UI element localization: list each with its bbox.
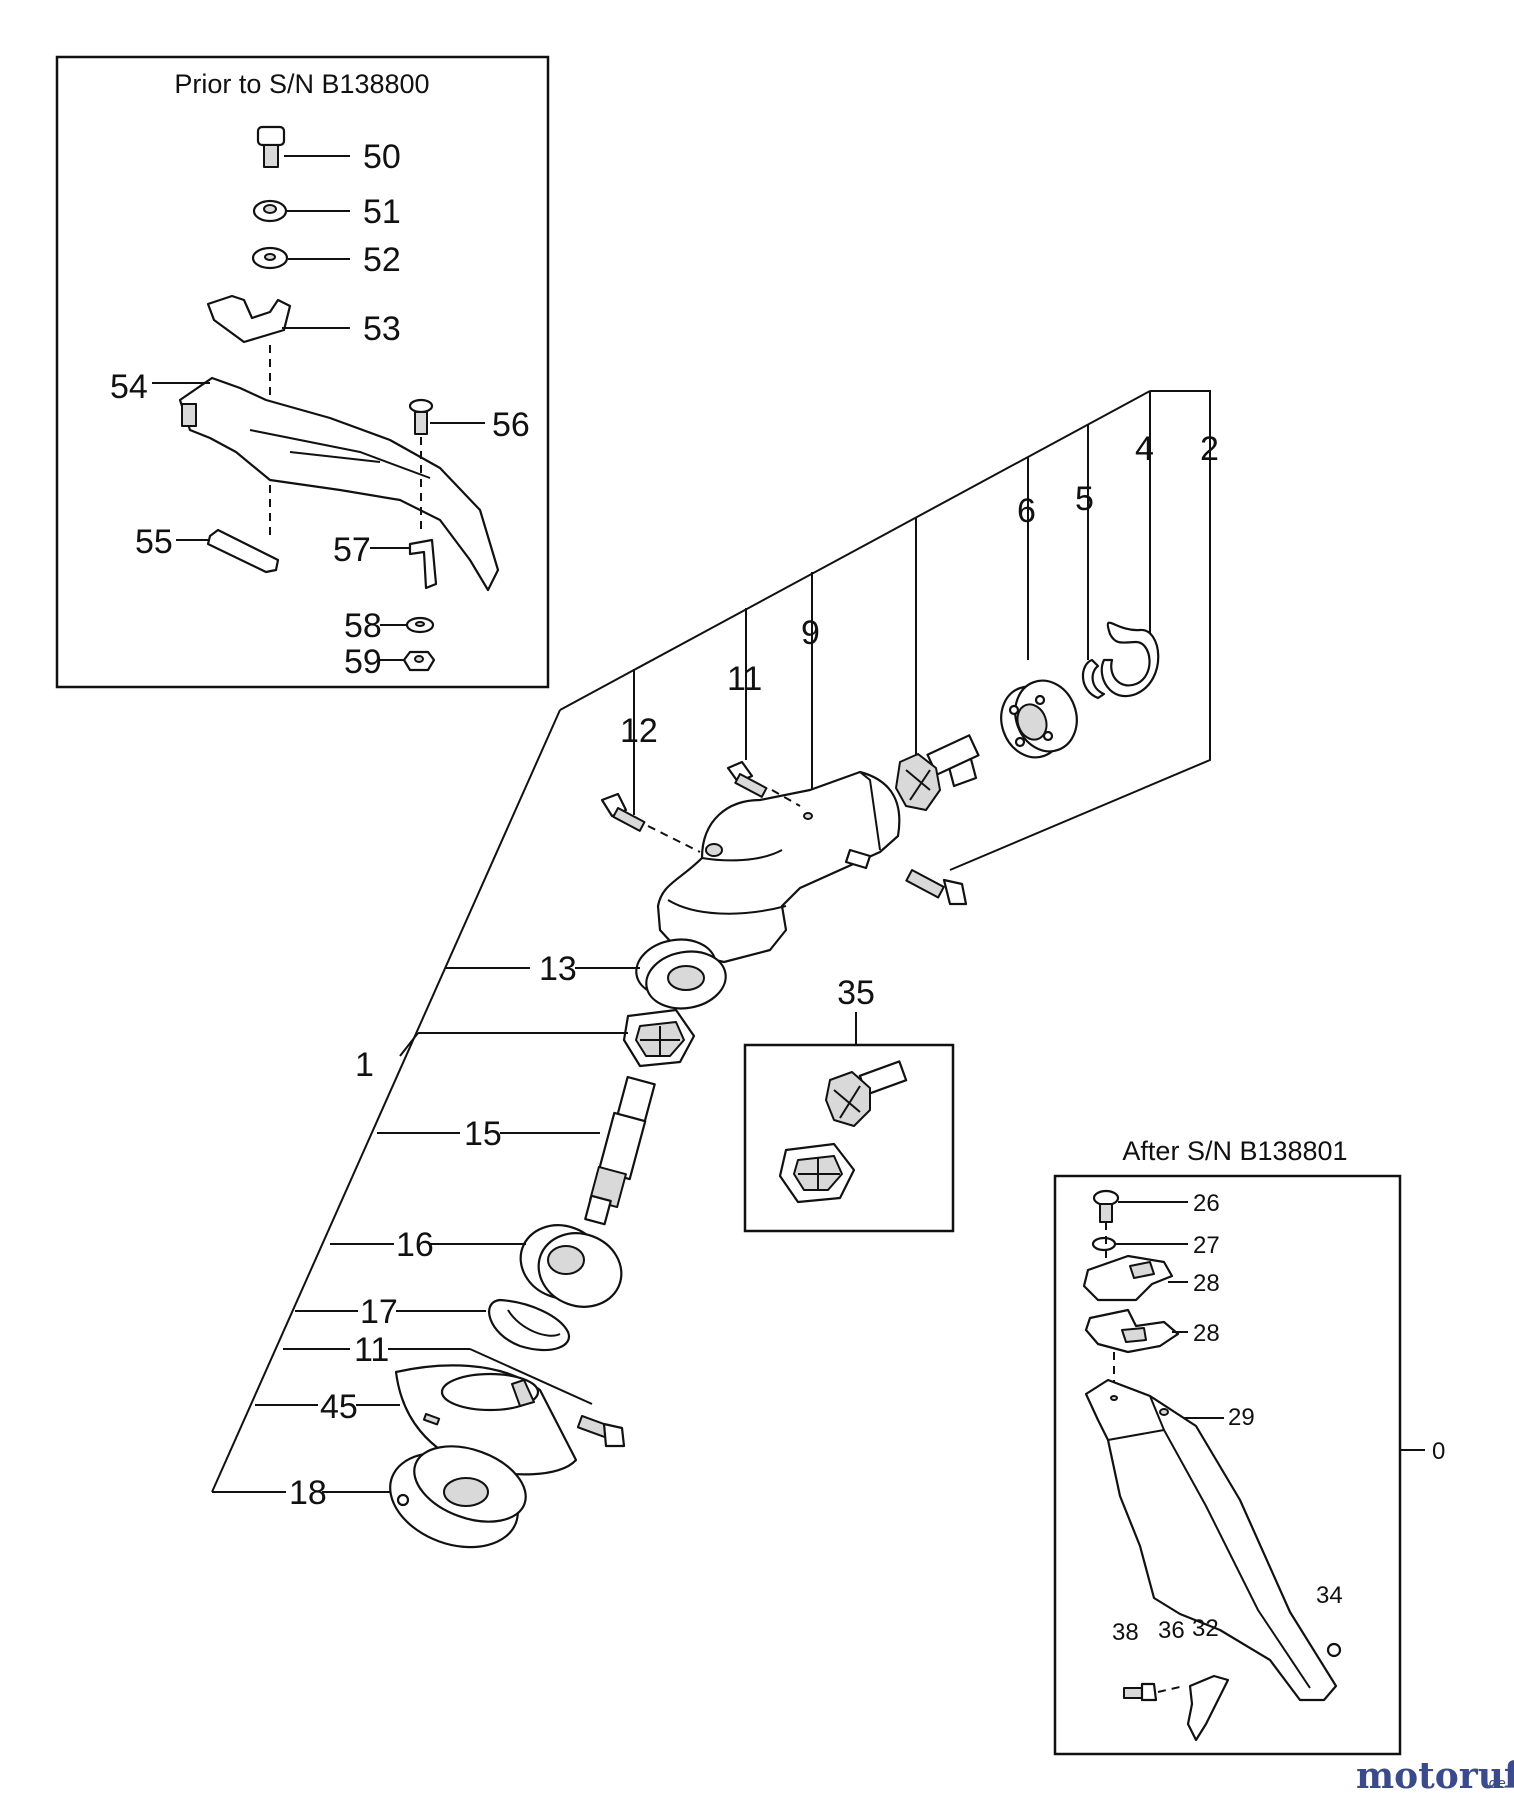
inset-kit: 35 [743, 974, 955, 1233]
inset-kit-frame [743, 1043, 955, 1233]
hex-bolt-icon [600, 792, 646, 832]
snap-ring-icon [1100, 621, 1160, 698]
callout-51: 51 [363, 193, 401, 231]
snap-ring-icon [1081, 658, 1106, 700]
callout-58: 58 [344, 607, 382, 645]
hex-bolt-icon [726, 760, 768, 798]
callout-29: 29 [1228, 1404, 1255, 1431]
callout-28b: 28 [1193, 1320, 1220, 1347]
hex-bolt-icon [576, 1415, 626, 1448]
clamp-icon [1082, 1254, 1174, 1302]
callout-54: 54 [110, 368, 148, 406]
ball-bearing-icon [635, 938, 727, 1010]
clamp-icon [206, 294, 292, 344]
callout-28a: 28 [1193, 1270, 1220, 1297]
callout-2-bracket [949, 390, 1211, 871]
callout-12: 12 [620, 712, 658, 750]
bevel-gear-icon [778, 1142, 856, 1204]
nut-icon [1326, 1642, 1342, 1658]
washer-icon [1091, 1236, 1117, 1252]
callout-45: 45 [320, 1388, 358, 1426]
bolt-icon [1123, 1682, 1158, 1702]
callout-18: 18 [289, 1474, 327, 1512]
bevel-gear-icon [895, 734, 980, 811]
callout-34: 34 [1316, 1582, 1343, 1609]
clamp-icon [1084, 1308, 1180, 1354]
bolt-icon [256, 125, 286, 168]
callout-13: 13 [539, 950, 577, 988]
bolt-icon [1092, 1189, 1120, 1223]
watermark-name: motoruf [1356, 1755, 1514, 1797]
callout-16: 16 [396, 1226, 434, 1264]
callout-15: 15 [464, 1115, 502, 1153]
callout-52: 52 [363, 241, 401, 279]
callout-1: 1 [355, 1046, 374, 1084]
inset-after-frame [1053, 1174, 1402, 1756]
inset-prior: Prior to S/N B138800 50 51 52 53 [55, 55, 550, 689]
callout-11-bottom: 11 [354, 1331, 389, 1369]
callout-38: 38 [1112, 1619, 1139, 1646]
washer-icon [252, 199, 288, 223]
guard-icon [178, 376, 500, 592]
nut-icon [402, 650, 436, 672]
callout-4: 4 [1135, 430, 1154, 468]
callout-9: 9 [801, 614, 820, 652]
main-assembly: 2 4 5 6 9 11 12 [211, 390, 1219, 1549]
blade-guard-icon [1084, 1378, 1338, 1702]
callout-5: 5 [1075, 480, 1094, 518]
snap-ring-icon [488, 1298, 571, 1352]
callout-26: 26 [1193, 1190, 1220, 1217]
callout-57: 57 [333, 531, 371, 569]
callout-53: 53 [363, 310, 401, 348]
bevel-gear-icon [825, 1060, 908, 1127]
ball-bearing-icon [1000, 679, 1078, 759]
callout-32: 32 [1192, 1615, 1219, 1642]
callout-27: 27 [1193, 1232, 1220, 1259]
callout-36: 36 [1158, 1617, 1185, 1644]
callout-55: 55 [135, 523, 173, 561]
output-shaft-icon [584, 1075, 656, 1226]
watermark-logo: motoruf .de [1356, 1755, 1514, 1797]
clip-icon [408, 538, 438, 590]
watermark-tld: .de [1484, 1776, 1506, 1792]
callout-35: 35 [837, 974, 875, 1012]
callout-56: 56 [492, 406, 530, 444]
bracket-icon [1186, 1674, 1230, 1742]
inset-prior-frame [55, 55, 550, 689]
callout-11-top: 11 [727, 660, 762, 698]
inset-after-title: After S/N B138801 [1122, 1136, 1347, 1166]
washer-icon [251, 246, 289, 270]
callout-50: 50 [363, 138, 401, 176]
gear-case-icon [656, 770, 901, 964]
callout-6: 6 [1017, 492, 1036, 530]
callout-59: 59 [344, 643, 382, 681]
plate-icon [206, 528, 280, 574]
inset-prior-title: Prior to S/N B138800 [174, 69, 429, 99]
callout-17: 17 [360, 1293, 398, 1331]
callout-0: 0 [1432, 1438, 1445, 1465]
inset-after: After S/N B138801 26 27 28 28 [1053, 1136, 1445, 1756]
bolt-icon [408, 398, 434, 435]
callout-2: 2 [1200, 430, 1219, 468]
bevel-gear-icon [622, 1008, 696, 1068]
ball-bearing-icon [519, 1224, 623, 1308]
washer-icon [405, 616, 435, 634]
blade-holder-icon [389, 1445, 527, 1549]
hex-bolt-icon [905, 869, 968, 906]
